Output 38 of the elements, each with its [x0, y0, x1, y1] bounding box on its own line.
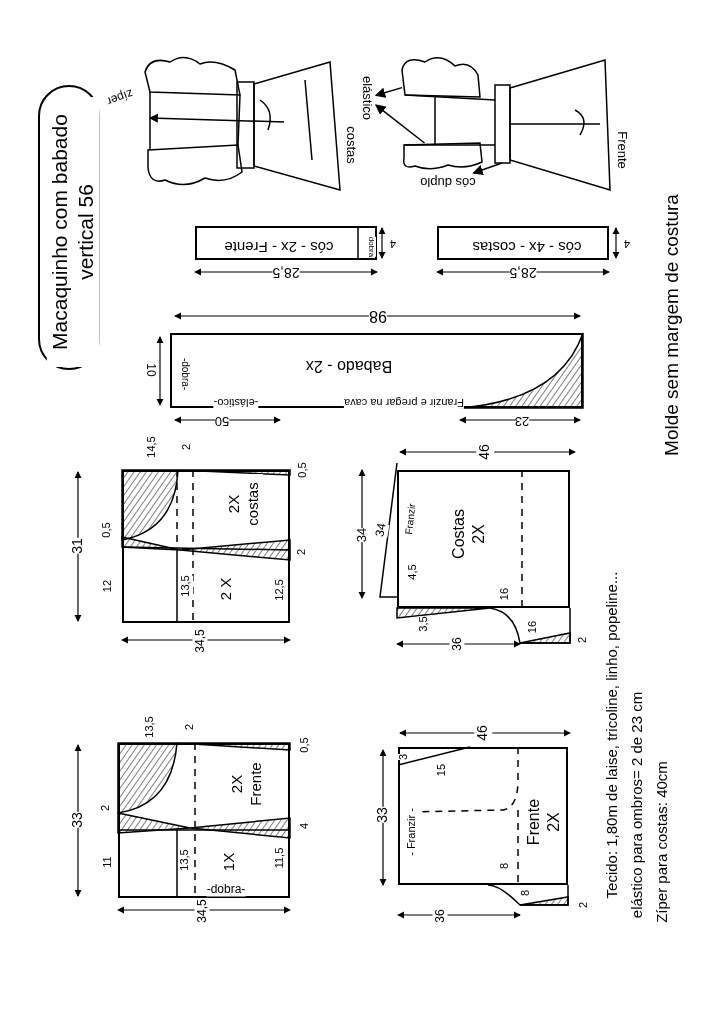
- dimension-label: 28,5: [509, 263, 537, 281]
- dimension-label: 36: [449, 637, 465, 651]
- pattern-piece: [118, 743, 290, 898]
- piece-label: dobra: [366, 236, 376, 258]
- dimension-label: 14,5: [145, 436, 159, 458]
- piece-label: - Franzir -: [405, 808, 419, 856]
- dimension-label: 36: [432, 909, 448, 923]
- dimension-label: 13,5: [179, 575, 193, 597]
- dimension-label: 46: [476, 444, 494, 460]
- piece-label: Franzir: [403, 502, 419, 536]
- pattern-piece: [195, 226, 377, 260]
- dimension-label: 11,5: [273, 847, 287, 869]
- pattern-piece: [437, 226, 609, 260]
- dimension-label: 13,5: [178, 849, 192, 871]
- leader-line: [374, 104, 426, 144]
- pattern-piece: [122, 470, 290, 623]
- leader-line: [374, 86, 403, 98]
- dimension-label: 34,5: [192, 629, 208, 653]
- pattern-piece: [397, 470, 570, 608]
- pattern-piece: [398, 747, 568, 885]
- title: Macaquinho com babado vertical 56: [46, 97, 100, 367]
- dimension-label: 0,5: [298, 737, 312, 753]
- ruffle: [401, 57, 481, 98]
- dimension-label: 12,5: [273, 579, 287, 601]
- dimension-label: 28,5: [272, 263, 300, 281]
- leader-line: [472, 162, 503, 175]
- dimension-label: 4,5: [406, 564, 420, 580]
- ruffle: [403, 142, 483, 170]
- dimension-label: 34,5: [194, 899, 210, 923]
- dimension-label: 34: [372, 522, 390, 538]
- piece-label: -dobra-: [206, 881, 246, 897]
- dimension-label: 46: [474, 725, 492, 741]
- dimension-label: 0,5: [100, 522, 114, 538]
- dimension-label: 0,5: [296, 462, 310, 478]
- pattern-piece: [170, 333, 583, 408]
- waistband: [494, 84, 511, 164]
- piece-label: Franzir e pregar na cava: [344, 395, 464, 409]
- title-cloud: [38, 85, 100, 370]
